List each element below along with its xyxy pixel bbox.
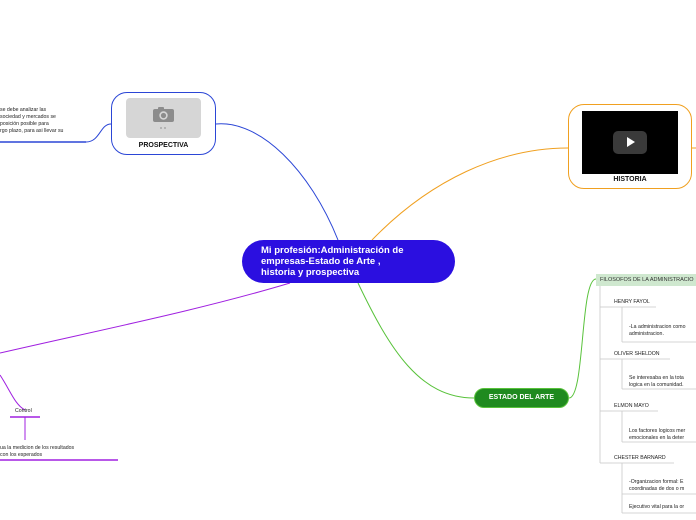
prospectiva-note-line: sociedad y mercados se — [0, 114, 56, 120]
note-line: -La administracion como — [629, 324, 686, 330]
link-control — [0, 282, 291, 354]
historia-node[interactable]: HISTORIA — [568, 104, 692, 189]
note-line: logica en la comunidad. — [629, 382, 684, 388]
control-note: ua la medicion de los resultados con los… — [0, 445, 74, 459]
fayol-note: -La administracion como administracion. — [629, 324, 686, 338]
barnard-note: -Organizacion formal: E coordinadas de d… — [629, 479, 684, 493]
central-topic[interactable]: Mi profesión:Administración de empresas-… — [242, 240, 455, 283]
note-line: administracion. — [629, 331, 664, 337]
central-topic-line: empresas-Estado de Arte , — [261, 256, 381, 267]
link-control-node — [0, 374, 26, 411]
note-line: con los esperados — [0, 452, 43, 458]
author-fayol[interactable]: HENRY FAYOL — [614, 299, 650, 305]
note-line: coordinadas de dos o m — [629, 486, 685, 492]
prospectiva-note: se debe analizar las sociedad y mercados… — [0, 107, 63, 135]
mayo-note: Los factores logicos mer emocionales en … — [629, 428, 685, 442]
link-prospectiva-note — [85, 123, 112, 143]
central-topic-line: Mi profesión:Administración de — [261, 245, 404, 256]
prospectiva-title: PROSPECTIVA — [138, 142, 189, 149]
play-button[interactable] — [613, 131, 647, 154]
sheldon-note: Se interesaba en la tota logica en la co… — [629, 375, 684, 389]
prospectiva-note-line: rgo plazo, para asi llevar su — [0, 128, 64, 134]
prospectiva-node[interactable]: PROSPECTIVA — [111, 92, 216, 155]
author-sheldon[interactable]: OLIVER SHELDON — [614, 351, 660, 357]
camera-icon — [153, 107, 174, 129]
note-line: ua la medicion de los resultados — [0, 445, 75, 451]
video-thumbnail[interactable] — [582, 111, 678, 174]
note-line: Los factores logicos mer — [629, 428, 686, 434]
author-barnard[interactable]: CHESTER BARNARD — [614, 455, 666, 461]
image-placeholder — [126, 98, 201, 138]
barnard-note-2: Ejecutivo vital para la or — [629, 504, 685, 510]
link-estado — [357, 282, 475, 399]
filosofos-group-title[interactable]: FILOSOFOS DE LA ADMINISTRACIO — [596, 274, 696, 286]
estado-arte-node[interactable]: ESTADO DEL ARTE — [474, 388, 569, 408]
play-icon — [627, 137, 635, 147]
prospectiva-note-line: se debe analizar las — [0, 107, 47, 113]
link-historia — [371, 147, 569, 241]
note-line: Se interesaba en la tota — [629, 375, 684, 381]
central-topic-line: historia y prospectiva — [261, 267, 360, 278]
link-prospectiva — [215, 123, 339, 241]
historia-title: HISTORIA — [613, 176, 647, 183]
control-node[interactable]: Control — [15, 408, 32, 414]
note-line: emocionales en la deter — [629, 435, 685, 441]
prospectiva-note-line: posición posible para — [0, 121, 49, 127]
author-mayo[interactable]: ELMON MAYO — [614, 403, 649, 409]
link-estado-filo — [568, 278, 597, 399]
note-line: -Organizacion formal: E — [629, 479, 684, 485]
